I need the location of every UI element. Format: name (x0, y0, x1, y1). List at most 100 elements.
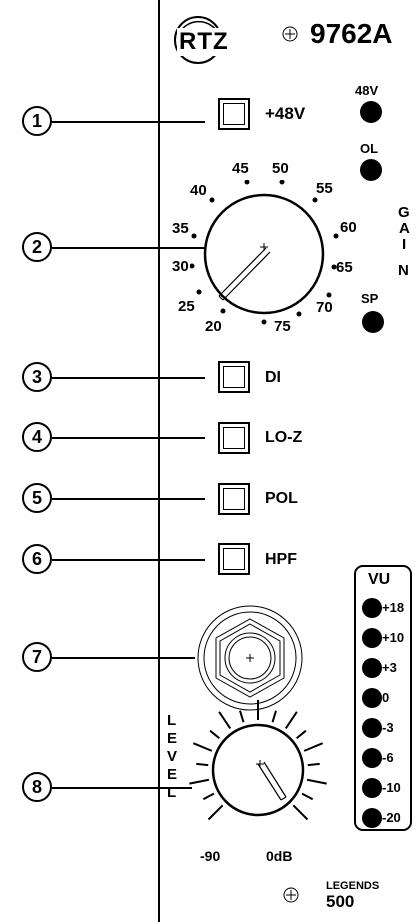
level-tick (239, 710, 245, 723)
vu-led-minus6 (362, 748, 382, 768)
callout-1: 1 (22, 106, 52, 136)
level-tick (301, 792, 314, 801)
level-tick (209, 729, 220, 740)
level-tick (296, 729, 307, 740)
level-tick-marks (189, 700, 327, 821)
vu-label-plus10: +10 (382, 630, 405, 645)
legends-value: 500 (326, 892, 355, 911)
level-label-letter: L (167, 784, 177, 801)
vu-led-minus10 (362, 778, 382, 798)
gain-dot-ticks (190, 180, 339, 325)
gain-scale-55: 55 (316, 180, 333, 197)
level-tick (284, 711, 298, 729)
phantom-power-label: +48V (265, 104, 306, 123)
gain-scale-50: 50 (272, 160, 289, 177)
callout-5: 5 (22, 483, 52, 513)
sp-led-label: SP (361, 291, 379, 306)
gain-scale-75: 75 (274, 318, 291, 335)
level-tick (192, 742, 213, 752)
callout-2-leader (52, 247, 212, 249)
vu-led-minus3 (362, 718, 382, 738)
vu-led-plus18 (362, 598, 382, 618)
channel-strip-panel (158, 0, 419, 922)
vu-content: VU +18 +10 +3 0 -3 -6 -10 -20 (354, 565, 412, 831)
level-tick (271, 710, 277, 723)
hpf-button[interactable] (218, 543, 250, 575)
level-knob[interactable] (178, 690, 338, 850)
level-label-letter: E (167, 766, 178, 783)
level-max-label: 0dB (266, 848, 293, 864)
polarity-button[interactable] (218, 483, 250, 515)
level-min-label: -90 (200, 848, 221, 864)
level-tick (307, 762, 320, 767)
phantom-power-button[interactable] (218, 98, 250, 130)
vu-led-minus20 (362, 808, 382, 828)
crosshair-screw-icon (283, 887, 299, 903)
vu-label-plus18: +18 (382, 600, 405, 615)
callout-1-leader (52, 121, 205, 123)
vu-label-plus3: +3 (382, 660, 397, 675)
lo-z-button[interactable] (218, 422, 250, 454)
level-tick (207, 804, 224, 821)
vu-label-minus3: -3 (382, 720, 394, 735)
vu-label-minus10: -10 (382, 780, 401, 795)
gain-label-letter: A (399, 220, 410, 237)
level-tick (292, 804, 309, 821)
gain-label-letter: G (398, 204, 410, 221)
vu-led-plus3 (362, 658, 382, 678)
phantom-led (360, 101, 382, 123)
phantom-led-label: 48V (355, 83, 379, 98)
level-label-letter: V (167, 748, 178, 765)
lo-z-label: LO-Z (265, 429, 303, 446)
callout-4: 4 (22, 422, 52, 452)
input-jack[interactable] (195, 603, 305, 713)
overload-led (360, 159, 382, 181)
gain-scale-25: 25 (178, 298, 195, 315)
gain-scale-45: 45 (232, 160, 249, 177)
callout-4-leader (52, 437, 205, 439)
gain-knob[interactable] (190, 180, 340, 330)
callout-3: 3 (22, 362, 52, 392)
gain-label-letter: N (398, 262, 409, 279)
di-button[interactable] (218, 361, 250, 393)
vu-led-0 (362, 688, 382, 708)
gain-scale-60: 60 (340, 219, 357, 236)
level-tick (218, 711, 232, 729)
level-label-letter: E (167, 730, 178, 747)
logo-text: RTZ (177, 28, 231, 56)
legends-label: LEGENDS (326, 880, 380, 892)
gain-scale-65: 65 (336, 259, 353, 276)
vu-label-0: 0 (382, 690, 390, 705)
overload-led-label: OL (360, 141, 379, 156)
polarity-label: POL (265, 490, 298, 507)
level-pointer (257, 761, 287, 801)
gain-scale-70: 70 (316, 299, 333, 316)
callout-6-leader (52, 559, 205, 561)
gain-pointer (218, 247, 271, 301)
vu-title: VU (368, 571, 391, 588)
gain-label-letter: I (402, 236, 407, 253)
level-tick (202, 792, 215, 801)
callout-8: 8 (22, 772, 52, 802)
callout-7-leader (52, 657, 195, 659)
sp-led (362, 311, 384, 333)
vu-label-minus6: -6 (382, 750, 394, 765)
callout-5-leader (52, 498, 205, 500)
gain-scale-20: 20 (205, 318, 222, 335)
vu-led-plus10 (362, 628, 382, 648)
callout-7: 7 (22, 642, 52, 672)
callout-6: 6 (22, 544, 52, 574)
model-number: 9762A (310, 18, 393, 49)
callout-2: 2 (22, 232, 52, 262)
hpf-label: HPF (265, 551, 297, 568)
gain-scale-35: 35 (172, 220, 189, 237)
level-tick (306, 778, 327, 785)
callout-3-leader (52, 377, 205, 379)
di-label: DI (265, 369, 281, 386)
callout-8-leader (52, 787, 192, 789)
gain-scale-30: 30 (172, 258, 189, 275)
level-tick (196, 762, 209, 767)
crosshair-screw-icon (282, 26, 298, 42)
level-label-letter: L (167, 712, 177, 729)
vu-label-minus20: -20 (382, 810, 401, 825)
